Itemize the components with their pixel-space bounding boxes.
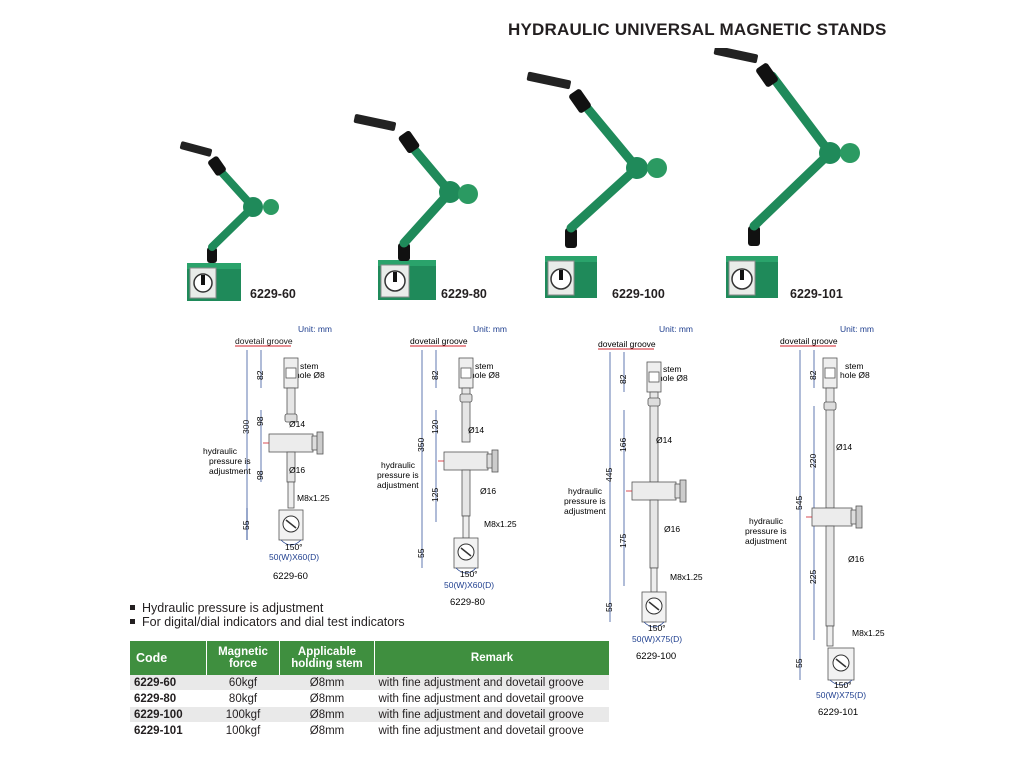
table-row: 6229-101 100kgf Ø8mm with fine adjustmen… (130, 722, 609, 739)
feature-list: Hydraulic pressure is adjustment For dig… (130, 601, 405, 629)
dimension-diagram: Unit: mm dovetail groove stem hole Ø8 30… (203, 324, 332, 582)
dia-lower: Ø16 (289, 465, 305, 475)
dimension-diagram: Unit: mm dovetail groove stem hole Ø8 54… (745, 324, 885, 718)
table-row: 6229-60 60kgf Ø8mm with fine adjustment … (130, 675, 609, 691)
angle-label: 150° (834, 680, 852, 690)
base-size-label: 50(W)X60(D) (269, 552, 319, 562)
diagram-model-label: 6229-80 (450, 597, 485, 608)
dia-upper: Ø14 (468, 425, 484, 435)
angle-label: 150° (648, 623, 666, 633)
product-code-label: 6229-80 (441, 287, 487, 301)
dimension-diagram: Unit: mm dovetail groove stem hole Ø8 44… (564, 324, 703, 662)
table-header-code: Code (130, 641, 207, 675)
stem-label: stem (475, 361, 493, 371)
hole-label: hole Ø8 (295, 370, 325, 380)
dia-lower: Ø16 (480, 486, 496, 496)
thread-label: M8x1.25 (484, 519, 517, 529)
thread-label: M8x1.25 (852, 628, 885, 638)
dim-base: 55 (241, 520, 251, 530)
stem-label: stem (663, 364, 681, 374)
table-row: 6229-80 80kgf Ø8mm with fine adjustment … (130, 690, 609, 707)
page-title: HYDRAULIC UNIVERSAL MAGNETIC STANDS (508, 20, 887, 39)
hyd-label: hydraulic (381, 460, 416, 470)
bullet-icon (130, 619, 135, 624)
hyd-label: adjustment (209, 466, 251, 476)
dim-total: 350 (416, 438, 426, 452)
dim-lower: 175 (618, 534, 628, 548)
dim-upper: 166 (618, 438, 628, 452)
groove-label: dovetail groove (410, 336, 468, 346)
product-code-label: 6229-100 (612, 287, 665, 301)
unit-label: Unit: mm (473, 324, 507, 334)
dia-upper: Ø14 (289, 419, 305, 429)
hyd-label: pressure is (209, 456, 251, 466)
base-size-label: 50(W)X60(D) (444, 580, 494, 590)
hole-label: hole Ø8 (840, 370, 870, 380)
diagram-model-label: 6229-100 (636, 651, 676, 662)
dim-top: 82 (808, 370, 818, 380)
angle-label: 150° (460, 569, 478, 579)
hyd-label: pressure is (377, 470, 419, 480)
hyd-label: adjustment (377, 480, 419, 490)
dim-upper: 120 (430, 420, 440, 434)
dim-upper: 98 (255, 416, 265, 426)
stem-label: stem (845, 361, 863, 371)
stem-label: stem (300, 361, 318, 371)
dia-lower: Ø16 (848, 554, 864, 564)
thread-label: M8x1.25 (670, 572, 703, 582)
product-code-label: 6229-60 (250, 287, 296, 301)
hyd-label: hydraulic (568, 486, 603, 496)
dim-total: 300 (241, 420, 251, 434)
base-size-label: 50(W)X75(D) (816, 690, 866, 700)
dim-lower: 125 (430, 488, 440, 502)
table-row: 6229-100 100kgf Ø8mm with fine adjustmen… (130, 706, 609, 723)
unit-label: Unit: mm (659, 324, 693, 334)
hyd-label: hydraulic (203, 446, 238, 456)
base-size-label: 50(W)X75(D) (632, 634, 682, 644)
dim-base: 55 (794, 658, 804, 668)
feature-item: Hydraulic pressure is adjustment (130, 601, 405, 615)
dim-upper: 220 (808, 454, 818, 468)
thread-label: M8x1.25 (297, 493, 330, 503)
dim-top: 82 (255, 370, 265, 380)
unit-label: Unit: mm (298, 324, 332, 334)
table-header-remark: Remark (374, 641, 609, 675)
hole-label: hole Ø8 (658, 373, 688, 383)
dim-top: 82 (430, 370, 440, 380)
hyd-label: adjustment (564, 506, 606, 516)
dia-lower: Ø16 (664, 524, 680, 534)
dim-top: 82 (618, 374, 628, 384)
dim-total: 545 (794, 496, 804, 510)
hyd-label: pressure is (745, 526, 787, 536)
stand-photo-6229-60 (179, 141, 279, 301)
feature-item: For digital/dial indicators and dial tes… (130, 615, 405, 629)
dim-lower: 225 (808, 570, 818, 584)
hyd-label: adjustment (745, 536, 787, 546)
dim-base: 55 (604, 602, 614, 612)
dim-lower: 98 (255, 470, 265, 480)
stand-photo-6229-80 (353, 114, 478, 300)
dim-base: 55 (416, 548, 426, 558)
unit-label: Unit: mm (840, 324, 874, 334)
dia-upper: Ø14 (836, 442, 852, 452)
angle-label: 150° (285, 542, 303, 552)
groove-label: dovetail groove (235, 336, 293, 346)
dimension-diagram: Unit: mm dovetail groove stem hole Ø8 35… (377, 324, 517, 608)
diagram-model-label: 6229-101 (818, 707, 858, 718)
product-code-label: 6229-101 (790, 287, 843, 301)
hyd-label: pressure is (564, 496, 606, 506)
stand-photo-6229-101 (713, 48, 860, 298)
hyd-label: hydraulic (749, 516, 784, 526)
groove-label: dovetail groove (598, 339, 656, 349)
stand-photo-6229-100 (526, 71, 667, 298)
hole-label: hole Ø8 (470, 370, 500, 380)
groove-label: dovetail groove (780, 336, 838, 346)
diagram-model-label: 6229-60 (273, 571, 308, 582)
bullet-icon (130, 605, 135, 610)
dia-upper: Ø14 (656, 435, 672, 445)
dim-total: 445 (604, 468, 614, 482)
